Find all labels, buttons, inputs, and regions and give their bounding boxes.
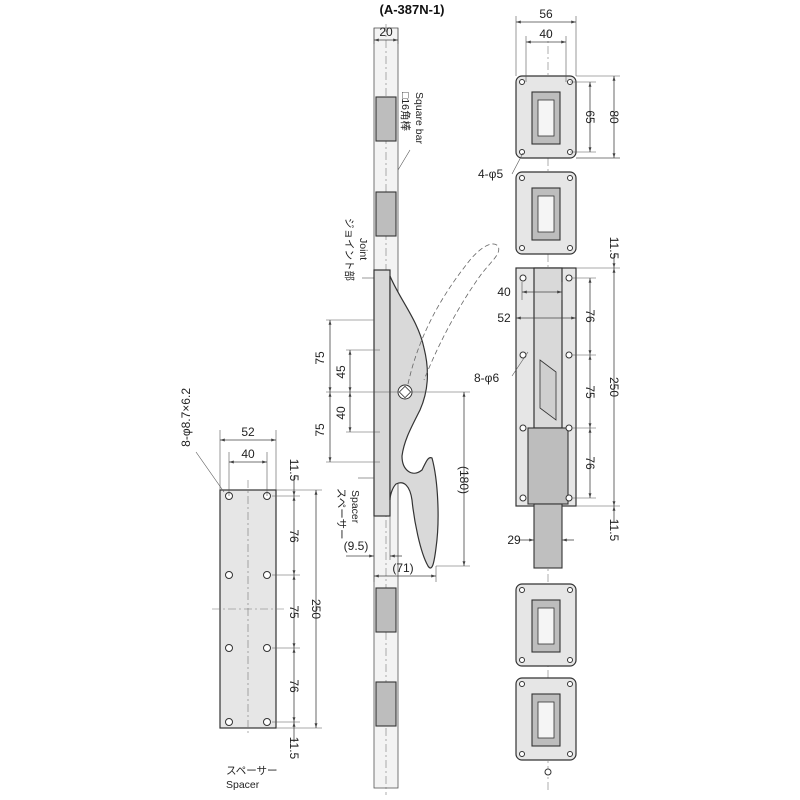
guide-width-outer: 56 — [539, 7, 553, 21]
dim-71: (71) — [392, 561, 413, 575]
dim-40: 40 — [334, 406, 348, 420]
guide-front-1 — [515, 75, 577, 159]
spacer-dim-76-bottom: 76 — [287, 679, 301, 693]
spacer-label-en: Spacer — [226, 779, 260, 791]
spacer-width-inner: 40 — [241, 447, 255, 461]
base-dim-76-bottom: 76 — [583, 456, 597, 470]
guide-front-2 — [515, 171, 577, 255]
model-label: (A-387N-1) — [379, 2, 444, 17]
guide-block-side-1 — [375, 96, 397, 142]
square-bar-label-en: Square bar — [413, 92, 425, 144]
bar-end — [544, 768, 552, 776]
front-view: 56 40 65 80 4-φ5 40 52 — [474, 7, 621, 790]
square-bar-label-jp: □16角棒 — [399, 92, 412, 132]
base-plate-front — [515, 267, 577, 569]
spacer-width-outer: 52 — [241, 425, 255, 439]
base-plate-side — [373, 269, 391, 517]
bar-dim: 29 — [507, 533, 521, 547]
dim-45: 45 — [334, 365, 348, 379]
guide-height-inner: 65 — [583, 110, 597, 124]
spacer-dim-76-top: 76 — [287, 529, 301, 543]
guide-width-inner: 40 — [539, 27, 553, 41]
spacer-side-label-jp: スペーサー — [335, 488, 347, 540]
base-dim-76-top: 76 — [583, 309, 597, 323]
guide-height-outer: 80 — [607, 110, 621, 124]
handle-open-phantom — [407, 243, 500, 385]
spacer-dim-bottom: 11.5 — [287, 737, 301, 760]
spacer-holes-label: 8-φ8.7×6.2 — [179, 388, 193, 447]
joint-label-en: Joint — [357, 238, 369, 260]
gap-top: 11.5 — [607, 237, 621, 260]
dim-9-5: (9.5) — [344, 539, 369, 553]
base-width-outer: 52 — [497, 311, 511, 325]
handle-side — [389, 275, 439, 569]
side-view: 20 □16角棒 Square bar ジョイント部 Joint 75 45 — [313, 24, 500, 795]
spacer-dim-75: 75 — [287, 605, 301, 619]
base-width-inner: 40 — [497, 285, 511, 299]
spacer-plate-view: 52 40 8-φ8.7×6.2 11.5 76 75 76 11.5 250 … — [179, 388, 323, 791]
spacer-total-length: 250 — [309, 599, 323, 619]
guide-holes-label: 4-φ5 — [478, 167, 503, 181]
dim-75-top: 75 — [313, 351, 327, 365]
base-holes-label: 8-φ6 — [474, 371, 499, 385]
dim-180: (180) — [457, 466, 471, 494]
gap-bottom: 11.5 — [607, 519, 621, 542]
guide-front-4 — [515, 677, 577, 761]
guide-block-side-3 — [375, 587, 397, 633]
spacer-label-jp: スペーサー — [226, 765, 278, 777]
dim-75-bottom: 75 — [313, 423, 327, 437]
joint-label-jp: ジョイント部 — [343, 218, 356, 281]
base-dim-75: 75 — [583, 385, 597, 399]
base-total-length: 250 — [607, 377, 621, 397]
bar-front — [533, 503, 563, 569]
guide-block-side-2 — [375, 191, 397, 237]
dim-bar-width-label: 20 — [379, 25, 393, 39]
guide-front-3 — [515, 583, 577, 667]
guide-block-side-4 — [375, 681, 397, 727]
spacer-side-label-en: Spacer — [349, 490, 361, 524]
spacer-dim-top: 11.5 — [287, 459, 301, 482]
